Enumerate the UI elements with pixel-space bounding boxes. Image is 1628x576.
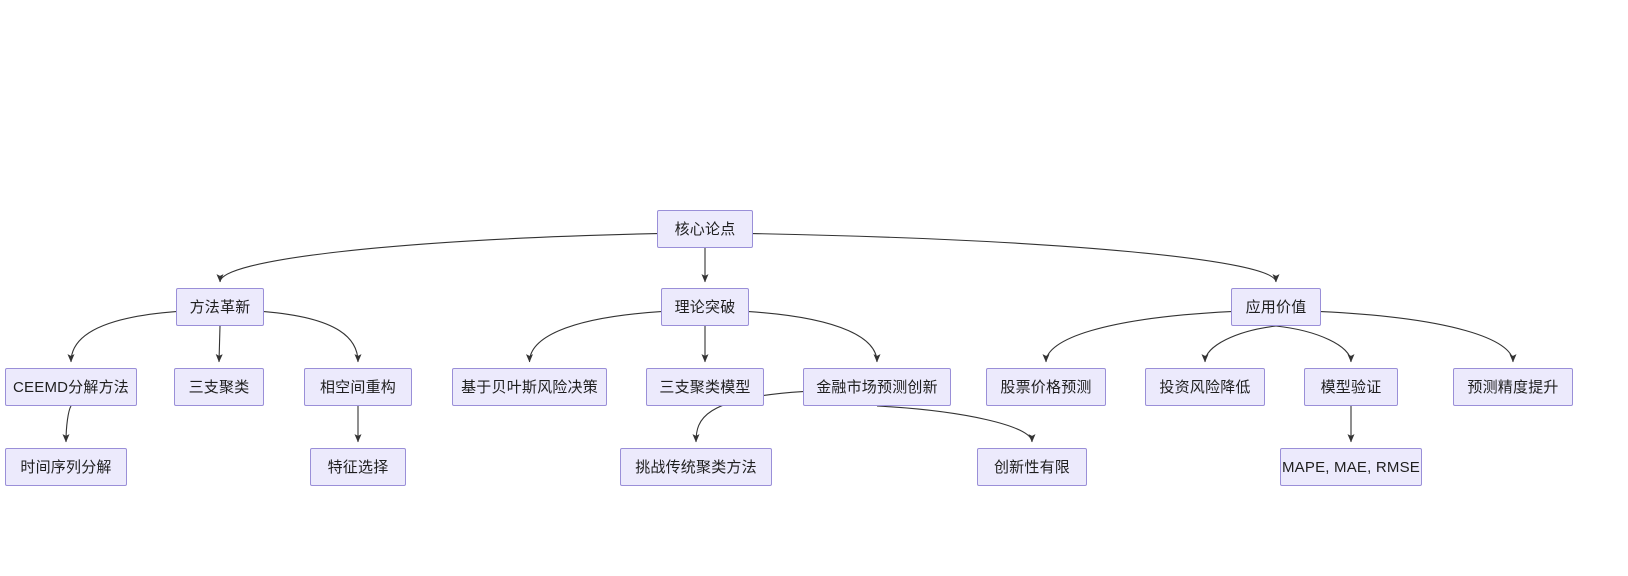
node-label: 三支聚类模型 (659, 378, 751, 396)
node-label: 时间序列分解 (20, 458, 112, 476)
node-l3b1[interactable]: 基于贝叶斯风险决策 (452, 368, 607, 406)
node-label: 模型验证 (1320, 378, 1382, 396)
node-l3a2[interactable]: 三支聚类 (174, 368, 264, 406)
edge-l2c-to-l3c1 (1042, 311, 1232, 363)
edge-l2c-to-l3c2 (1201, 325, 1277, 363)
edge-l2c-to-l3c3 (1275, 325, 1355, 363)
node-root[interactable]: 核心论点 (657, 210, 753, 248)
node-l4b[interactable]: 特征选择 (310, 448, 406, 486)
node-label: MAPE, MAE, RMSE (1281, 458, 1421, 476)
node-l3b3[interactable]: 金融市场预测创新 (803, 368, 951, 406)
edge-l2a-to-l3a1 (67, 311, 177, 363)
node-l3c3[interactable]: 模型验证 (1304, 368, 1398, 406)
node-l2a[interactable]: 方法革新 (176, 288, 264, 326)
node-label: CEEMD分解方法 (13, 378, 129, 396)
edge-l2b-to-l3b1 (525, 311, 662, 363)
node-l4c[interactable]: 挑战传统聚类方法 (620, 448, 772, 486)
node-label: 股票价格预测 (1000, 378, 1092, 396)
node-label: 特征选择 (327, 458, 389, 476)
node-label: 核心论点 (674, 220, 736, 238)
node-label: 投资风险降低 (1159, 378, 1251, 396)
node-l3c4[interactable]: 预测精度提升 (1453, 368, 1573, 406)
node-label: 相空间重构 (319, 378, 396, 396)
edge-root-to-l2a (216, 233, 658, 283)
edge-group (62, 233, 1517, 443)
node-l3c1[interactable]: 股票价格预测 (986, 368, 1106, 406)
edge-l2a-to-l3a3 (263, 311, 362, 363)
node-l4a[interactable]: 时间序列分解 (5, 448, 127, 486)
node-label: 创新性有限 (993, 458, 1070, 476)
node-l4e[interactable]: MAPE, MAE, RMSE (1280, 448, 1422, 486)
node-l4d[interactable]: 创新性有限 (977, 448, 1087, 486)
edge-l3a1-to-l4a (62, 405, 72, 443)
node-l3c2[interactable]: 投资风险降低 (1145, 368, 1265, 406)
edge-l2a-to-l3a2 (215, 325, 223, 363)
node-label: 理论突破 (674, 298, 736, 316)
edge-l3b3-to-l4d (876, 405, 1036, 443)
node-label: 方法革新 (189, 298, 251, 316)
node-l3a3[interactable]: 相空间重构 (304, 368, 412, 406)
node-label: 基于贝叶斯风险决策 (461, 378, 598, 396)
node-label: 应用价值 (1245, 298, 1307, 316)
node-label: 金融市场预测创新 (816, 378, 938, 396)
node-l3a1[interactable]: CEEMD分解方法 (5, 368, 137, 406)
edge-l2c-to-l3c4 (1320, 311, 1517, 363)
node-label: 三支聚类 (188, 378, 250, 396)
edge-l2b-to-l3b3 (748, 311, 881, 363)
edge-root-to-l2c (752, 233, 1280, 283)
node-l2b[interactable]: 理论突破 (661, 288, 749, 326)
node-label: 预测精度提升 (1467, 378, 1559, 396)
node-label: 挑战传统聚类方法 (635, 458, 757, 476)
node-l3b2[interactable]: 三支聚类模型 (646, 368, 764, 406)
node-l2c[interactable]: 应用价值 (1231, 288, 1321, 326)
